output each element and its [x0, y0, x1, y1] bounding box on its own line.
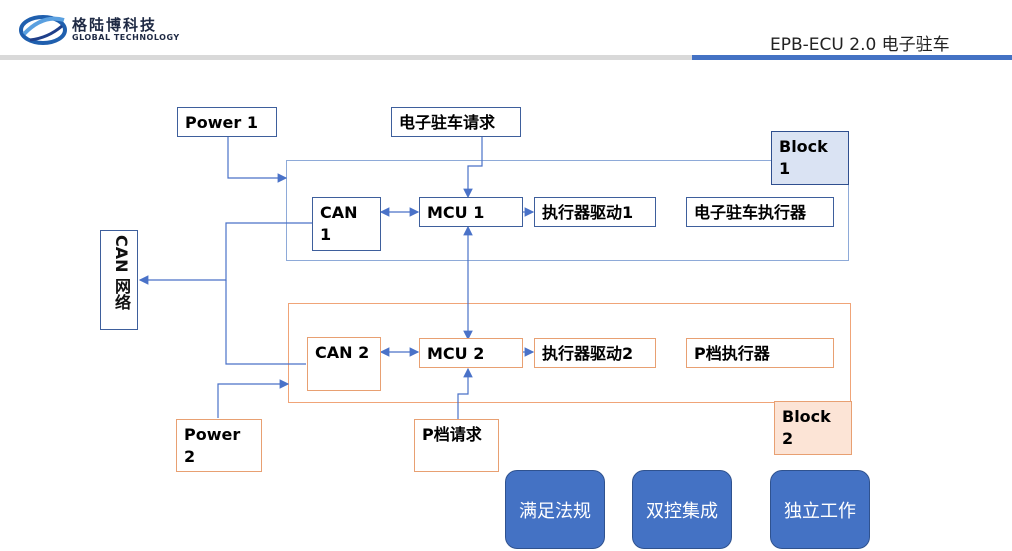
epb-request-box: 电子驻车请求 [391, 107, 521, 137]
can2-box: CAN 2 [307, 337, 381, 391]
power1-box: Power 1 [177, 107, 277, 137]
logo-swoosh-icon [19, 15, 67, 45]
power2-box: Power 2 [176, 419, 262, 472]
logo [18, 8, 68, 48]
logo-text-cn: 格陆博科技 [72, 16, 158, 34]
driver2-box: 执行器驱动2 [534, 338, 656, 368]
p-request-box: P档请求 [414, 419, 499, 472]
feature-pill-dual-control: 双控集成 [632, 470, 732, 549]
block1-frame [286, 160, 849, 261]
logo-text-en: GLOBAL TECHNOLOGY [72, 33, 180, 42]
mcu2-box: MCU 2 [419, 338, 523, 368]
feature-pill-independent: 独立工作 [770, 470, 870, 549]
page-title: EPB-ECU 2.0 电子驻车 [770, 35, 950, 55]
actuator1-box: 电子驻车执行器 [686, 197, 834, 227]
can-network-box: CAN 网络 [100, 230, 138, 330]
feature-pill-regulation: 满足法规 [505, 470, 605, 549]
mcu1-box: MCU 1 [419, 197, 523, 227]
can-network-label: CAN 网络 [112, 235, 131, 311]
header-divider [0, 55, 1012, 60]
block2-label: Block 2 [774, 401, 852, 455]
driver1-box: 执行器驱动1 [534, 197, 656, 227]
block1-label: Block 1 [771, 131, 849, 185]
can1-box: CAN 1 [312, 197, 381, 251]
header-divider-accent [692, 55, 1012, 60]
block2-frame [288, 303, 851, 403]
actuator2-box: P档执行器 [686, 338, 834, 368]
